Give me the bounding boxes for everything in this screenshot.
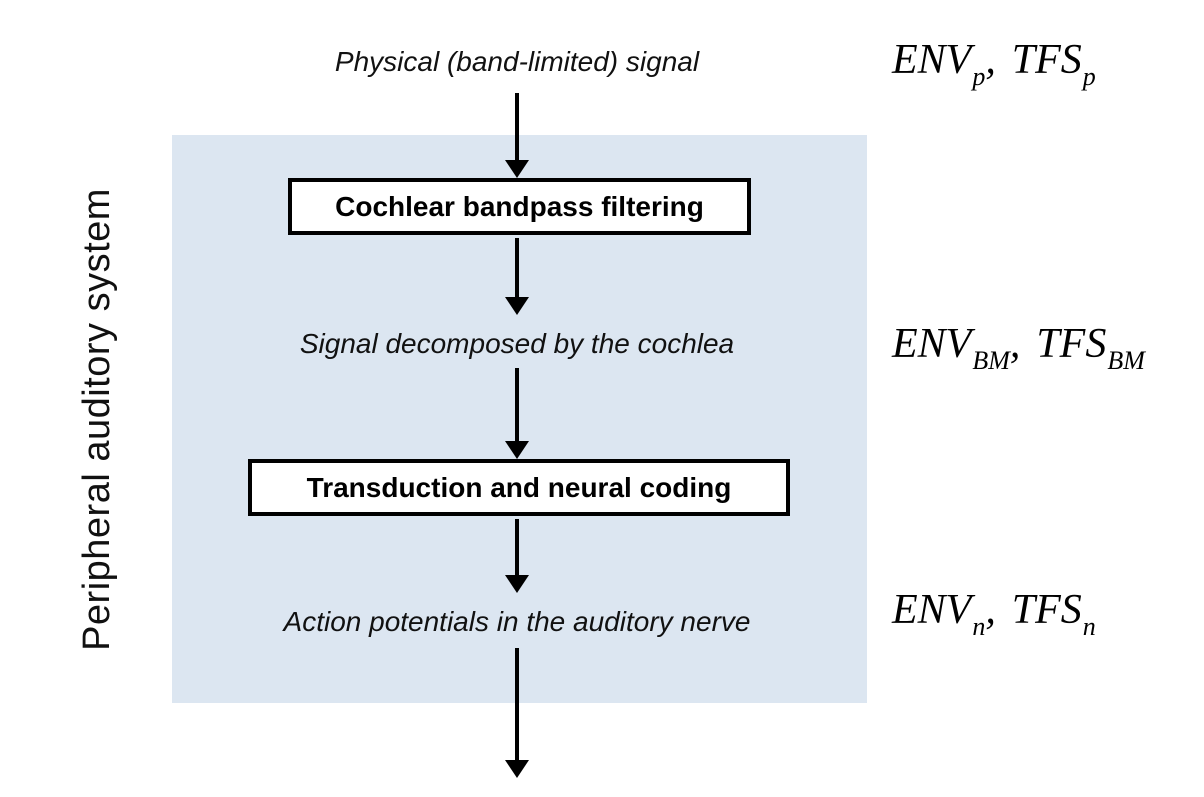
arrow-head-icon — [505, 297, 529, 315]
tfs-bm-base: TFS — [1036, 321, 1107, 367]
env-physical-base: ENV — [892, 37, 972, 83]
arrow-shaft — [515, 238, 519, 297]
env-bm-base: ENV — [892, 321, 972, 367]
side-label: Peripheral auditory system — [76, 187, 119, 651]
env-neural-subscript: n — [972, 612, 986, 641]
arrow-shaft — [515, 368, 519, 441]
formula-physical: ENVp,TFSp — [892, 36, 1096, 92]
env-bm-subscript: BM — [972, 346, 1010, 375]
transduction-coding-box: Transduction and neural coding — [248, 459, 790, 516]
arrow-shaft — [515, 519, 519, 575]
intermediate-signal-label: Signal decomposed by the cochlea — [299, 328, 735, 359]
formula-neural: ENVn,TFSn — [892, 586, 1096, 642]
arrow-head-icon — [505, 760, 529, 778]
formula-physical-separator: , — [985, 37, 996, 83]
arrow-head-icon — [505, 441, 529, 459]
cochlear-filtering-label: Cochlear bandpass filtering — [335, 190, 704, 222]
input-signal-label: Physical (band-limited) signal — [334, 46, 700, 77]
flow-arrow-2 — [505, 238, 529, 315]
arrow-head-icon — [505, 160, 529, 178]
tfs-physical-subscript: p — [1082, 62, 1096, 91]
tfs-neural-subscript: n — [1082, 612, 1096, 641]
output-signal-label: Action potentials in the auditory nerve — [283, 606, 751, 637]
arrow-head-icon — [505, 575, 529, 593]
formula-bm-separator: , — [1009, 321, 1021, 367]
tfs-neural-base: TFS — [1011, 587, 1082, 633]
arrow-shaft — [515, 648, 519, 760]
env-neural-base: ENV — [892, 587, 972, 633]
flow-arrow-4 — [505, 519, 529, 593]
flow-arrow-3 — [505, 368, 529, 459]
formula-basilar-membrane: ENVBM,TFSBM — [892, 320, 1145, 376]
flow-arrow-5 — [505, 648, 529, 778]
formula-neural-separator: , — [985, 587, 996, 633]
env-physical-subscript: p — [972, 62, 986, 91]
tfs-bm-subscript: BM — [1107, 346, 1145, 375]
flow-arrow-1 — [505, 93, 529, 178]
arrow-shaft — [515, 93, 519, 160]
transduction-coding-label: Transduction and neural coding — [306, 471, 732, 503]
tfs-physical-base: TFS — [1011, 37, 1082, 83]
cochlear-filtering-box: Cochlear bandpass filtering — [288, 178, 751, 235]
side-label-container: Peripheral auditory system — [40, 135, 155, 703]
